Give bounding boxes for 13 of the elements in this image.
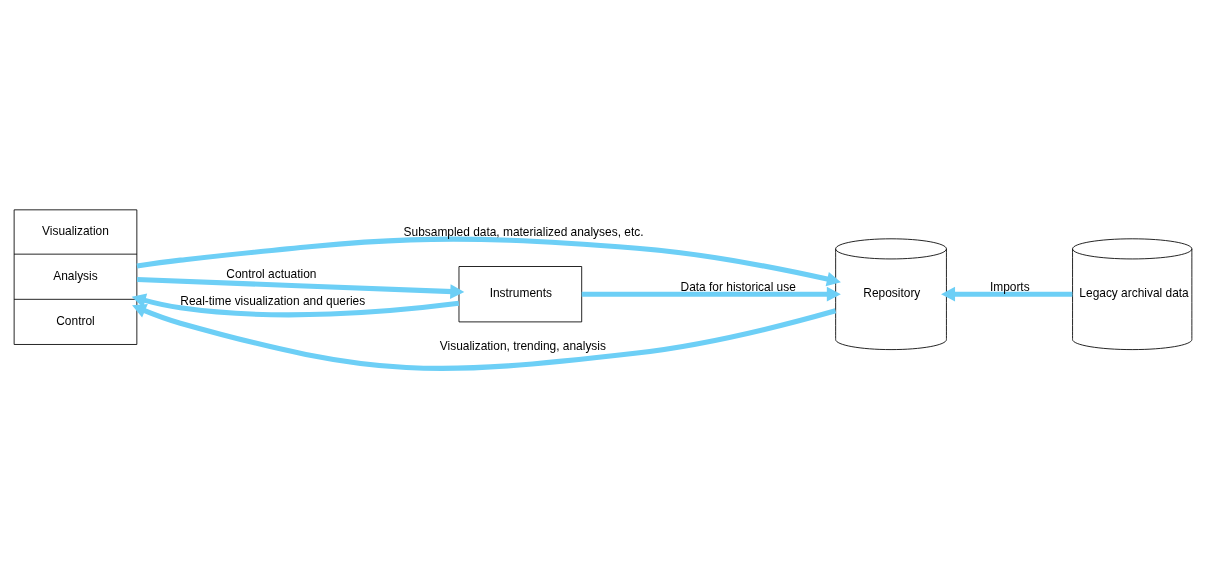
arrow xyxy=(136,276,465,299)
edge-label: Imports xyxy=(989,279,1030,294)
edge-label: Subsampled data, materialized analyses, etc. xyxy=(403,224,644,239)
edge-label: Real-time visualization and queries xyxy=(180,293,366,308)
arrow xyxy=(132,303,837,371)
node-box: Instruments xyxy=(458,265,583,322)
edge-label: Visualization, trending, analysis xyxy=(439,338,606,353)
edge-label: Data for historical use xyxy=(680,279,796,294)
edge-label: Control actuation xyxy=(226,266,317,281)
arrow xyxy=(941,286,1073,302)
arrow xyxy=(136,236,841,286)
arrow xyxy=(131,292,460,317)
arrow xyxy=(581,286,841,302)
